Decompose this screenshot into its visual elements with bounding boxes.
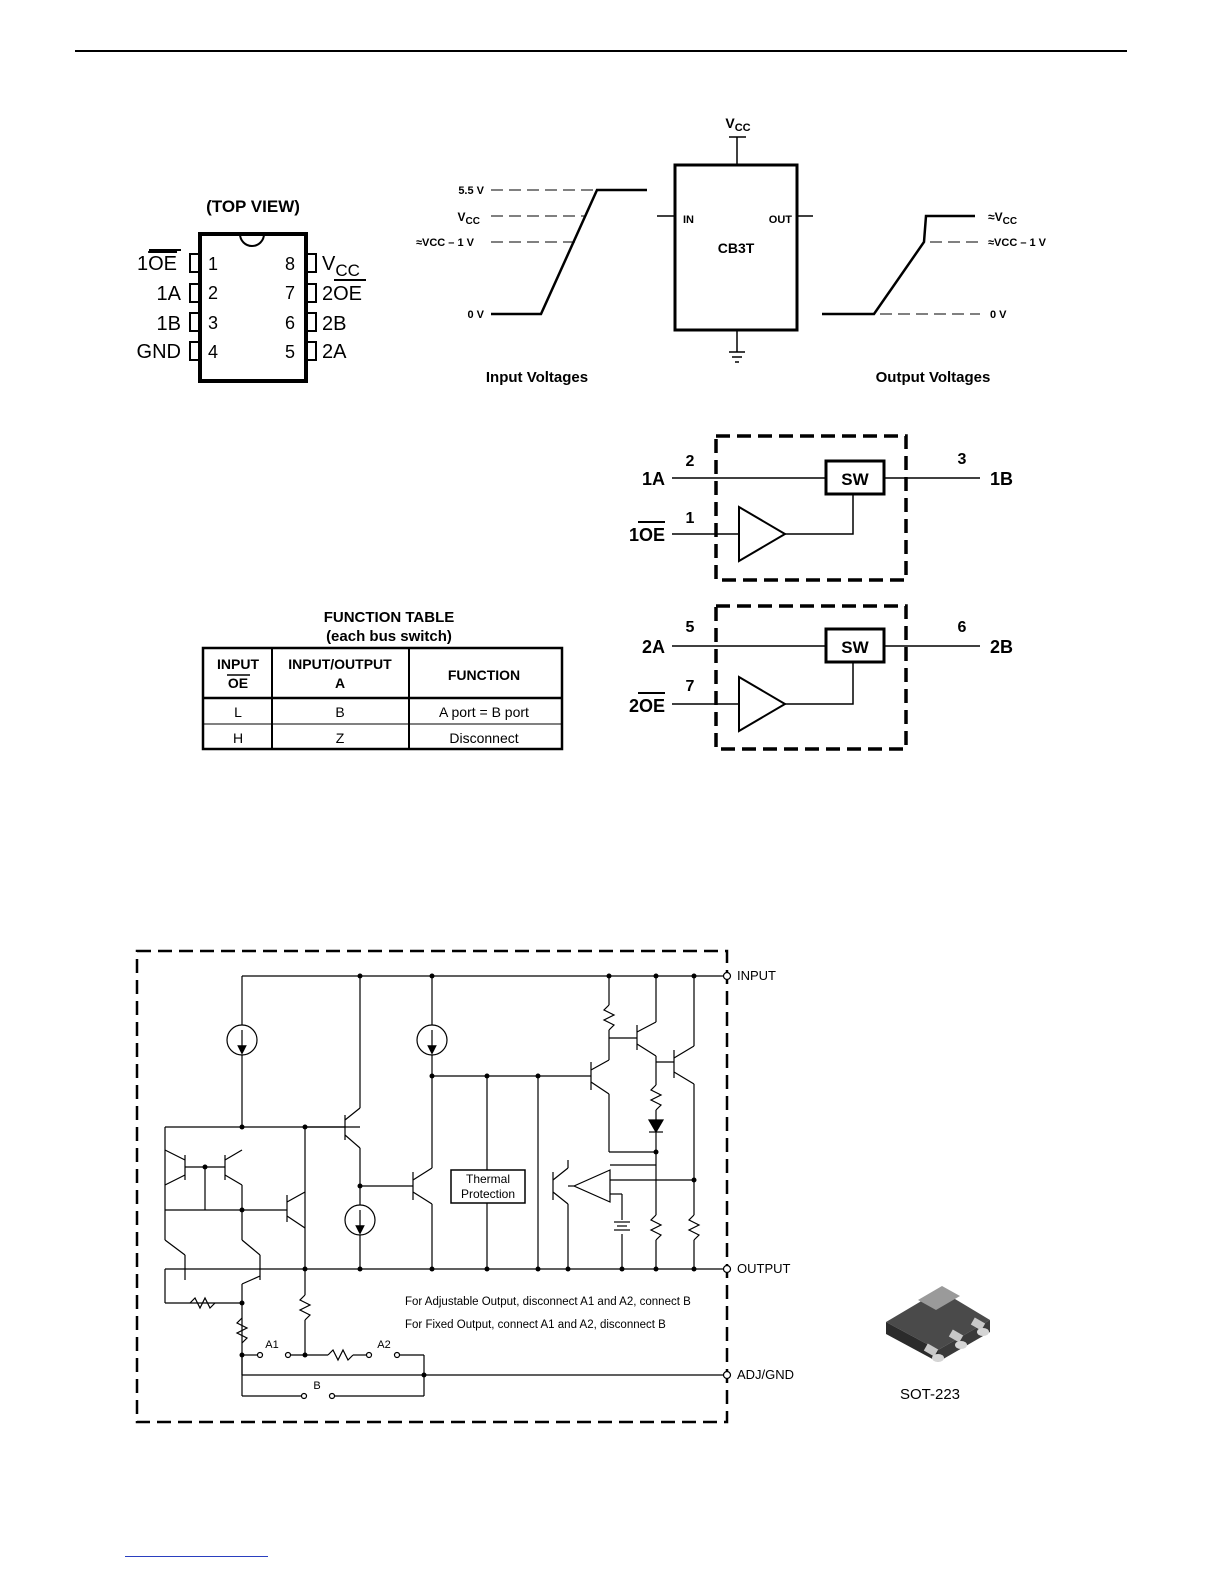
header-rule [75, 50, 1127, 52]
buffer-2-icon [738, 675, 787, 733]
sot223-package-image [886, 1286, 990, 1362]
buffer-1-icon [738, 505, 787, 563]
jumper-a2: A2 [377, 1339, 390, 1351]
row2-function: Disconnect [449, 730, 518, 746]
in-label: IN [683, 214, 694, 226]
row1-a: B [335, 704, 344, 720]
pin-num-1: 1 [208, 254, 218, 274]
input-level-0v: 0 V [467, 309, 484, 321]
pinout-title: (TOP VIEW) [206, 197, 300, 216]
header-a: A [335, 675, 345, 691]
terminal-input: INPUT [737, 968, 776, 983]
voltage-diagram: 5.5 V VCC ≈VCC – 1 V 0 V Input Voltages … [416, 115, 1047, 386]
block1-a-pin: 2 [686, 453, 695, 470]
right-pin-stubs [305, 253, 317, 361]
header-input-output: INPUT/OUTPUT [288, 656, 392, 672]
output-level-vcc: ≈VCC [988, 210, 1017, 227]
pin-num-3: 3 [208, 313, 218, 333]
block2-a-label: 2A [642, 637, 665, 657]
pin1-notch [239, 233, 265, 247]
jumper-pads [256, 971, 732, 1400]
terminal-output: OUTPUT [737, 1261, 791, 1276]
jumper-a1: A1 [265, 1339, 278, 1351]
pin-name-vcc: VCC [322, 253, 360, 280]
output-level-vcc-1v: ≈VCC – 1 V [988, 237, 1047, 249]
pin-name-1oe: 1OE [137, 253, 177, 275]
pinout-diagram: (TOP VIEW) 1OE 1A 1B GND 1 2 3 4 8 7 6 5 [137, 197, 366, 383]
pin-num-5: 5 [285, 342, 295, 362]
output-level-0v: 0 V [990, 309, 1007, 321]
input-caption: Input Voltages [486, 369, 588, 386]
pin-num-7: 7 [285, 283, 295, 303]
pin-num-2: 2 [208, 283, 218, 303]
pin-name-gnd: GND [137, 341, 181, 363]
regulator-schematic [135, 949, 729, 1424]
cb3t-block [673, 163, 799, 332]
block1-a-label: 1A [642, 469, 665, 489]
pin-name-2b: 2B [322, 313, 346, 335]
block2-oe-label: 2OE [629, 696, 665, 716]
logic-block-2: SW 2A 5 6 2B 7 2OE [629, 604, 1013, 751]
ground-icon [729, 351, 745, 363]
switch-2-label: SW [841, 638, 869, 657]
block1-oe-label: 1OE [629, 525, 665, 545]
block2-a-pin: 5 [686, 619, 695, 636]
pin-name-1b: 1B [157, 313, 181, 335]
package-label: SOT-223 [900, 1386, 960, 1403]
output-waveform [822, 214, 975, 316]
row2-oe: H [233, 730, 243, 746]
pin-name-2oe: 2OE [322, 283, 362, 305]
input-waveform [491, 188, 647, 316]
input-level-vcc-1v: ≈VCC – 1 V [416, 237, 475, 249]
block1-oe-pin: 1 [686, 510, 695, 527]
header-input: INPUT [217, 656, 259, 672]
left-pin-stubs [189, 253, 201, 361]
function-table: FUNCTION TABLE (each bus switch) INPUT O… [201, 609, 564, 751]
input-level-vcc: VCC [458, 210, 480, 227]
row2-a: Z [336, 730, 345, 746]
input-level-5v5: 5.5 V [458, 185, 484, 197]
header-oe: OE [228, 675, 248, 691]
thermal-label-2: Protection [461, 1187, 515, 1201]
pin-name-2a: 2A [322, 341, 347, 363]
out-label: OUT [769, 214, 793, 226]
thermal-protection-block [450, 1169, 526, 1204]
block1-b-label: 1B [990, 469, 1013, 489]
vcc-label: VCC [725, 115, 750, 134]
function-table-title: FUNCTION TABLE [324, 609, 455, 626]
block1-b-pin: 3 [958, 451, 967, 468]
logic-block-1: SW 1A 2 3 1B 1 1OE [629, 434, 1013, 582]
block2-b-label: 2B [990, 637, 1013, 657]
note-adjustable: For Adjustable Output, disconnect A1 and… [405, 1296, 691, 1308]
function-table-subtitle: (each bus switch) [326, 628, 452, 645]
schematic-nodes [202, 973, 697, 1378]
terminal-adj-gnd: ADJ/GND [737, 1367, 794, 1382]
footer-link-underline [125, 1556, 268, 1557]
pin-num-4: 4 [208, 342, 218, 362]
row1-oe: L [234, 704, 242, 720]
pin-num-8: 8 [285, 254, 295, 274]
thermal-label-1: Thermal [466, 1172, 510, 1186]
jumper-b: B [313, 1380, 320, 1392]
note-fixed: For Fixed Output, connect A1 and A2, dis… [405, 1319, 666, 1331]
chip-body [198, 232, 308, 383]
row1-function: A port = B port [439, 704, 529, 720]
output-caption: Output Voltages [876, 369, 991, 386]
cb3t-label: CB3T [718, 240, 755, 256]
pin-name-1a: 1A [157, 283, 182, 305]
pin-num-6: 6 [285, 313, 295, 333]
block2-b-pin: 6 [958, 619, 967, 636]
header-function: FUNCTION [448, 667, 520, 683]
switch-1-label: SW [841, 470, 869, 489]
block2-oe-pin: 7 [686, 678, 695, 695]
